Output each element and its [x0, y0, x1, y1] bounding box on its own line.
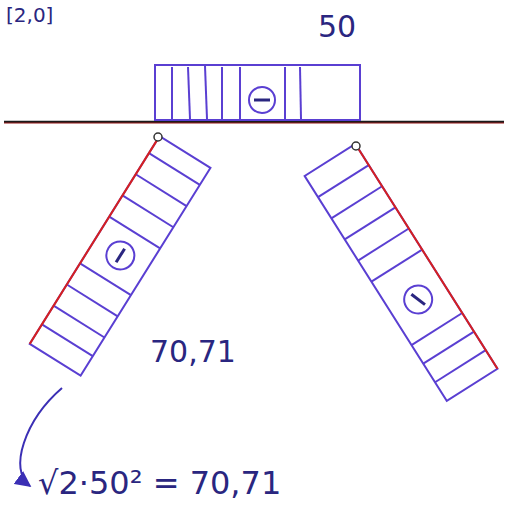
base-line-red — [4, 123, 504, 124]
pivot — [352, 142, 360, 150]
dimension-label: 70,71 — [150, 335, 236, 368]
pivot — [154, 133, 162, 141]
base-line — [4, 121, 504, 124]
right-level — [305, 144, 498, 401]
top-level — [155, 65, 360, 120]
dimension-label: 50 — [318, 10, 356, 43]
corner-note: [2,0] — [6, 4, 53, 26]
formula-label: √2·50² = 70,71 — [38, 466, 281, 501]
